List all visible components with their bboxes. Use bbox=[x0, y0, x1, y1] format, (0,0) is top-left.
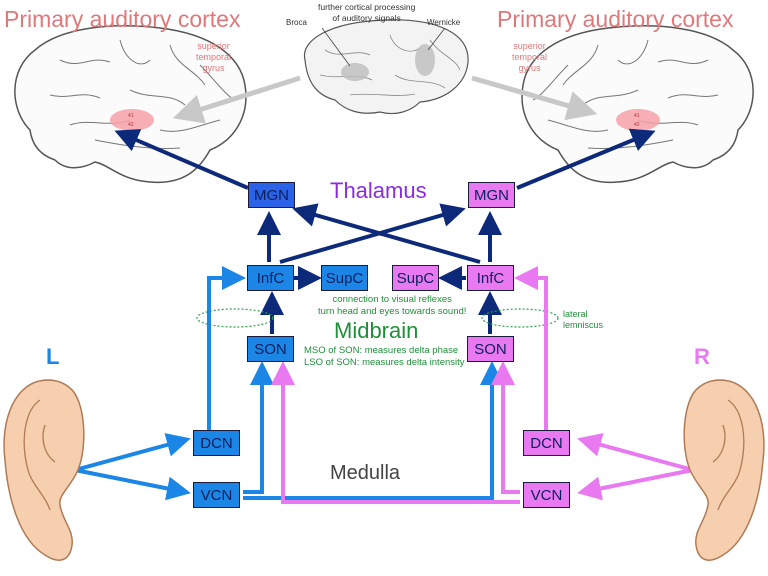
right-side-label: R bbox=[694, 344, 710, 369]
mgn-right-box: MGN bbox=[468, 182, 515, 208]
supc-right-box: SupC bbox=[392, 265, 439, 291]
infc-left-to-mgn-right bbox=[279, 203, 466, 264]
thalamus-label: Thalamus bbox=[330, 178, 427, 203]
vcn-right-box: VCN bbox=[523, 482, 570, 508]
right-gyrus-label: superior temporal gyrus bbox=[512, 41, 548, 73]
vcn-left-box: VCN bbox=[193, 482, 240, 508]
infc-left-box: InfC bbox=[247, 265, 294, 291]
left-cortex-title: Primary auditory cortex bbox=[4, 6, 241, 32]
left-area-41: 41 bbox=[128, 113, 134, 119]
lateral-lemniscus-right bbox=[481, 308, 559, 328]
left-side-label: L bbox=[46, 344, 60, 369]
son-function-note: MSO of SON: measures delta phase LSO of … bbox=[304, 345, 465, 368]
lateral-lemniscus-left bbox=[196, 308, 274, 328]
son-left-box: SON bbox=[247, 336, 294, 362]
dcn-right-box: DCN bbox=[523, 430, 570, 456]
right-ear-pathways bbox=[271, 266, 694, 504]
cortical-arrow-left bbox=[172, 75, 301, 124]
medulla-label: Medulla bbox=[330, 462, 401, 484]
infc-right-to-mgn-left bbox=[292, 203, 481, 264]
right-area-42: 42 bbox=[634, 122, 640, 128]
left-area-42: 42 bbox=[128, 122, 134, 128]
cortical-arrow-right bbox=[471, 75, 598, 121]
right-brain-illustration: 41 42 bbox=[521, 25, 754, 184]
left-ear-pathways bbox=[74, 266, 504, 501]
left-gyrus-label: superior temporal gyrus bbox=[196, 41, 232, 73]
cortical-processing-caption: further cortical processing of auditory … bbox=[318, 2, 416, 23]
right-area-41: 41 bbox=[634, 113, 640, 119]
midbrain-label: Midbrain bbox=[334, 318, 419, 343]
right-ear-illustration bbox=[683, 379, 765, 561]
mgn-left-to-cortex bbox=[114, 129, 249, 190]
dcn-left-box: DCN bbox=[193, 430, 240, 456]
infc-right-box: InfC bbox=[467, 265, 514, 291]
mgn-left-box: MGN bbox=[248, 182, 295, 208]
left-ear-illustration bbox=[3, 379, 85, 561]
visual-reflex-note: connection to visual reflexes turn head … bbox=[318, 294, 467, 317]
mgn-right-to-cortex bbox=[516, 128, 656, 190]
broca-label: Broca bbox=[286, 18, 307, 27]
right-cortex-title: Primary auditory cortex bbox=[497, 6, 734, 32]
center-brain-illustration bbox=[303, 19, 469, 115]
lateral-lemniscus-note: lateral lemniscus bbox=[563, 309, 604, 330]
wernicke-label: Wernicke bbox=[427, 18, 461, 27]
supc-left-box: SupC bbox=[321, 265, 368, 291]
son-right-box: SON bbox=[467, 336, 514, 362]
